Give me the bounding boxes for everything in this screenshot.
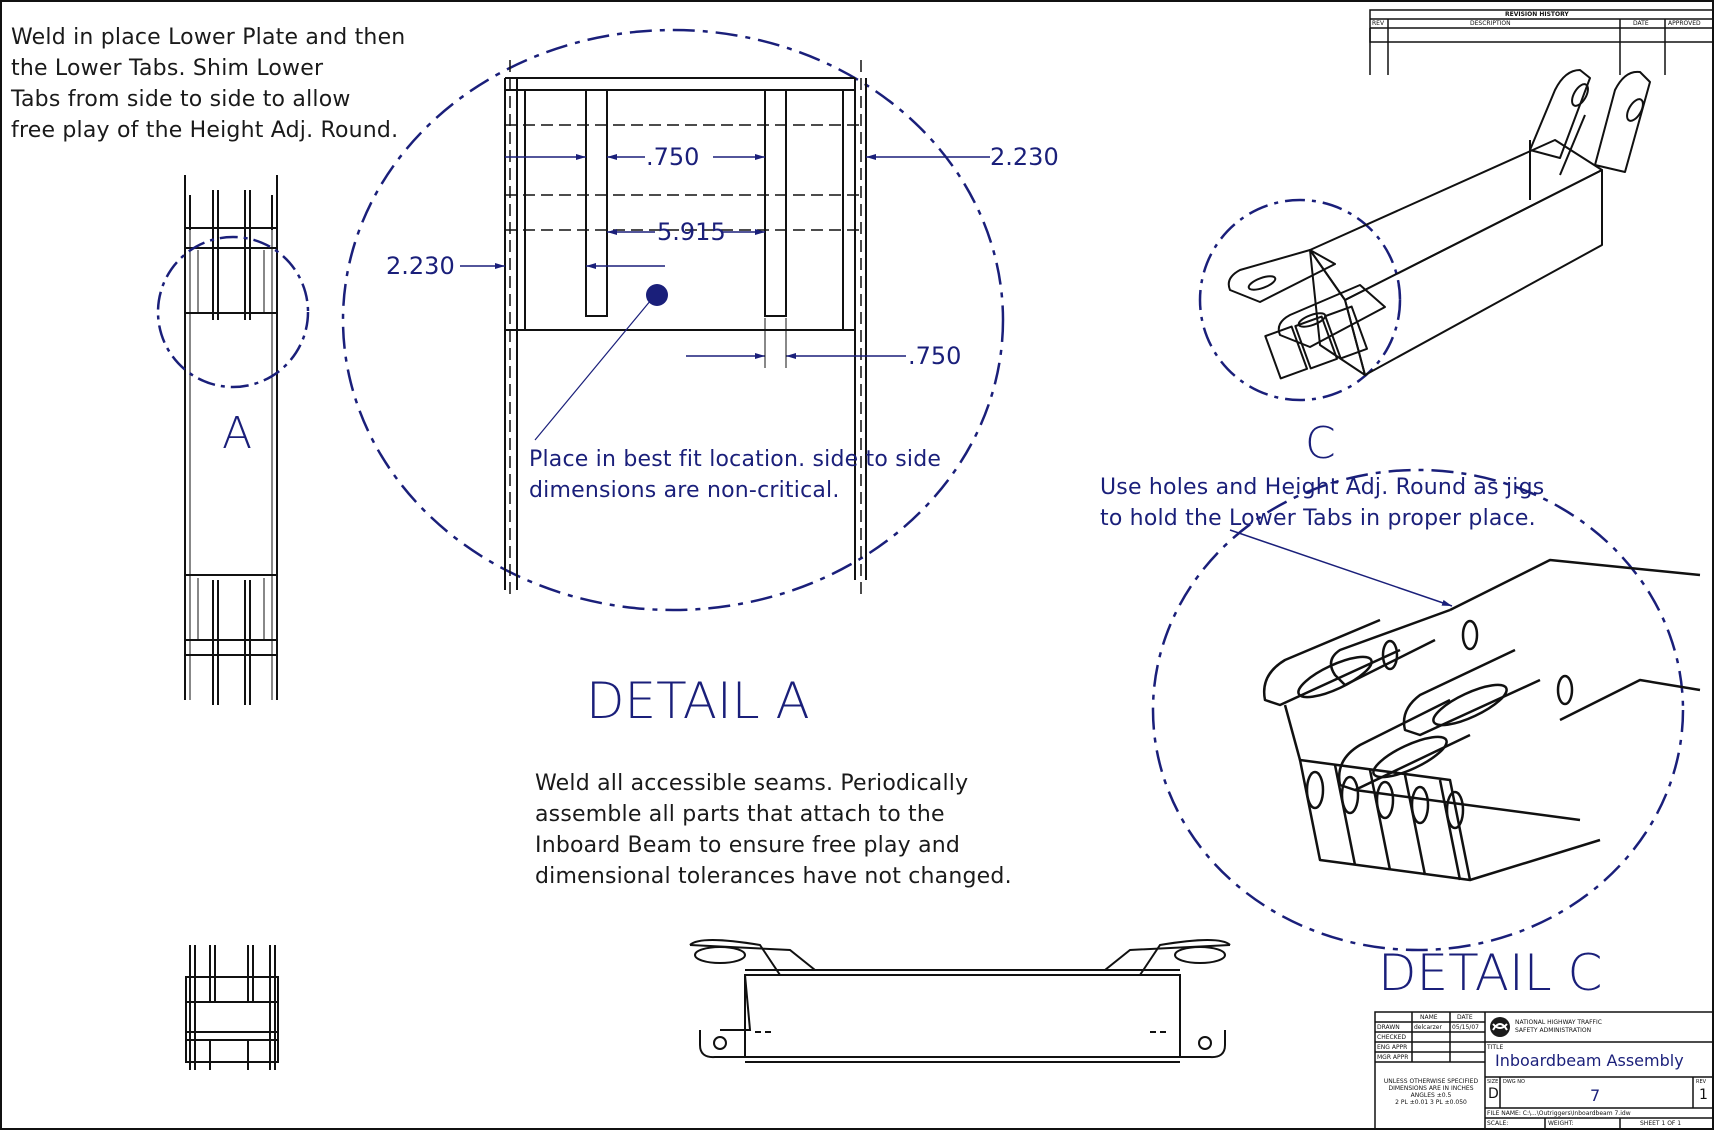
height-adj-round-hole (646, 284, 668, 306)
note-line: Weld all accessible seams. Periodically (535, 771, 969, 796)
tb-drawing-title: Inboardbeam Assembly (1495, 1051, 1684, 1070)
tb-rev-label: REV (1696, 1079, 1707, 1085)
tb-dwg-no-label: DWG NO (1503, 1079, 1525, 1085)
end-view-beam (185, 945, 279, 1070)
tb-size-label: SIZE (1487, 1079, 1499, 1085)
side-view-beam (184, 175, 278, 705)
tb-eng-appr-label: ENG APPR (1377, 1044, 1408, 1051)
nhtsa-logo (1490, 1017, 1510, 1037)
tb-checked-label: CHECKED (1377, 1034, 1407, 1041)
iso-view-beam (1227, 69, 1651, 380)
front-view-beam (689, 939, 1231, 1063)
tb-size-value: D (1488, 1086, 1499, 1102)
tb-org-line1: NATIONAL HIGHWAY TRAFFIC (1515, 1019, 1602, 1026)
note-line: Use holes and Height Adj. Round as jigs (1100, 475, 1545, 500)
note-line: the Lower Tabs. Shim Lower (11, 56, 324, 81)
note-line: Tabs from side to side to allow (11, 87, 351, 112)
tb-dwg-no-value: 7 (1590, 1087, 1601, 1105)
dimension-750-bottom: .750 (908, 342, 962, 370)
detail-a-dimension-lines (460, 154, 990, 441)
note-line: Inboard Beam to ensure free play and (535, 833, 961, 858)
tb-col-date: DATE (1457, 1014, 1473, 1021)
jig-note: Use holes and Height Adj. Round as jigs … (1100, 472, 1544, 534)
tb-scale-label: SCALE: (1487, 1120, 1509, 1127)
note-line: free play of the Height Adj. Round. (11, 118, 399, 143)
dimension-2230-left: 2.230 (386, 252, 455, 280)
tb-rev-value: 1 (1699, 1087, 1708, 1103)
revision-col-date: DATE (1633, 20, 1649, 27)
tb-sheet-number: SHEET 1 OF 1 (1640, 1120, 1682, 1127)
tb-mgr-appr-label: MGR APPR (1377, 1054, 1409, 1061)
tb-drawn-name: delcarzer (1414, 1024, 1442, 1031)
weld-instruction-note: Weld in place Lower Plate and then the L… (11, 22, 405, 146)
revision-col-rev: REV (1372, 20, 1385, 27)
note-line: dimensions are non-critical. (529, 478, 840, 503)
tb-org-line2: SAFETY ADMINISTRATION (1515, 1027, 1592, 1034)
detail-a-callout-circle (156, 235, 310, 389)
revision-col-approved: APPROVED (1668, 20, 1701, 27)
detail-c-boundary (1151, 468, 1685, 952)
dimension-2230-right: 2.230 (990, 143, 1059, 171)
tb-tolerance-line: DIMENSIONS ARE IN INCHES (1388, 1085, 1474, 1092)
detail-c-geometry (1262, 558, 1701, 882)
dimension-750-top: .750 (646, 143, 700, 171)
title-block-frame (1374, 1011, 1714, 1130)
detail-a-geometry (504, 60, 867, 600)
tb-tolerance-line: 2 PL ±0.01 3 PL ±0.050 (1395, 1099, 1467, 1106)
tb-weight-label: WEIGHT: (1548, 1120, 1574, 1127)
tb-title-label: TITLE (1487, 1044, 1504, 1051)
tb-tolerance-line: UNLESS OTHERWISE SPECIFIED (1383, 1078, 1479, 1085)
seam-weld-note: Weld all accessible seams. Periodically … (535, 768, 1012, 892)
note-line: assemble all parts that attach to the (535, 802, 945, 827)
detail-c-callout-circle (1198, 198, 1402, 402)
note-line: to hold the Lower Tabs in proper place. (1100, 506, 1536, 531)
note-line: Weld in place Lower Plate and then (11, 25, 406, 50)
dimension-5915: 5.915 (657, 218, 726, 246)
tb-tolerance-note: UNLESS OTHERWISE SPECIFIED DIMENSIONS AR… (1380, 1078, 1482, 1106)
tb-drawn-date: 05/15/07 (1452, 1024, 1479, 1031)
detail-c-callout-label: C (1305, 418, 1336, 469)
jig-leader-line (1229, 529, 1453, 607)
placement-note: Place in best fit location. side to side… (529, 444, 941, 506)
detail-c-title: DETAIL C (1378, 944, 1603, 1002)
tb-file-name: FILE NAME: C:\...\Outriggers\Inboardbeam… (1487, 1110, 1631, 1117)
detail-a-boundary (341, 28, 1005, 612)
note-line: Place in best fit location. side to side (529, 447, 942, 472)
detail-a-title: DETAIL A (586, 672, 810, 730)
tb-drawn-label: DRAWN (1377, 1024, 1400, 1031)
tb-tolerance-line: ANGLES ±0.5 (1410, 1092, 1452, 1099)
revision-block (1369, 9, 1714, 75)
note-line: dimensional tolerances have not changed. (535, 864, 1012, 889)
revision-col-description: DESCRIPTION (1470, 20, 1511, 27)
revision-title: REVISION HISTORY (1505, 11, 1569, 18)
tb-col-name: NAME (1420, 1014, 1438, 1021)
detail-a-callout-label: A (222, 408, 253, 459)
